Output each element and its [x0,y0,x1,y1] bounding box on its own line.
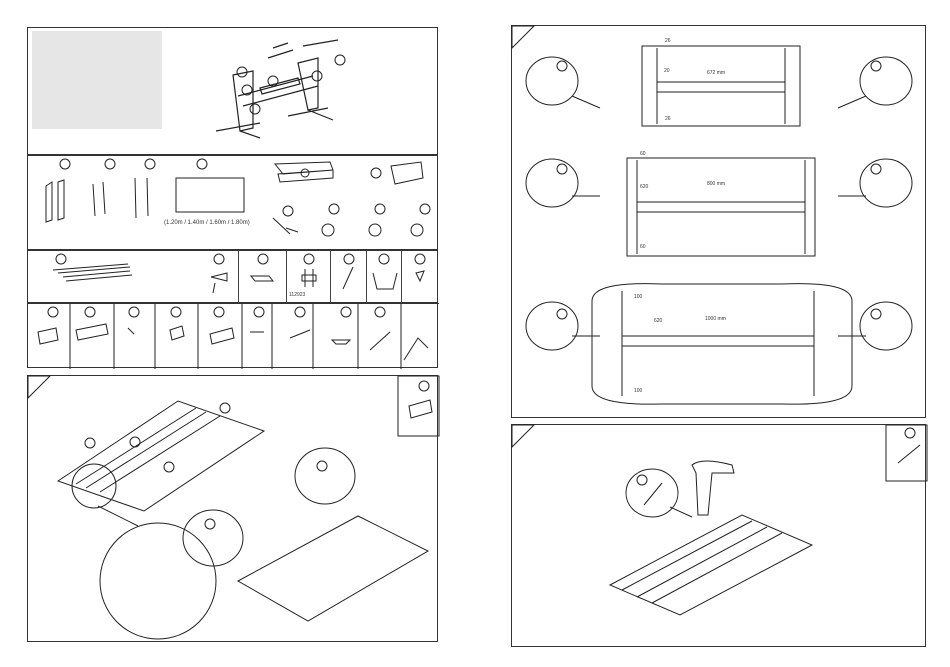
parts-row-2: 112923 [27,250,438,303]
step4-dim-620: 620 [640,184,648,190]
hardware-cell [402,251,439,304]
fasteners-illustration [28,304,439,369]
step-1-panel [27,375,438,642]
parts-row-3 [27,303,438,368]
step3-dim-20: 20 [664,68,670,74]
step-3-5-panel: 26 20 672 mm 26 60 620 800 mm 60 100 620… [511,25,926,418]
step5-dim-100-bottom: 100 [634,388,642,394]
parts-row-1: (1.20m / 1.40m / 1.60m / 1.80m) [27,155,438,250]
legs-and-top-illustration [28,156,439,251]
step-3-5-illustration [512,26,927,419]
top-size-label: (1.20m / 1.40m / 1.60m / 1.80m) [164,220,250,226]
step-6-panel [511,424,926,647]
hardware-cell [367,251,402,304]
hardware-cell [239,251,287,304]
step4-dim-60-top: 60 [640,151,646,157]
step-1-illustration [28,376,439,643]
cable-code: 112923 [289,292,305,298]
step4-dim-width: 800 mm [707,181,725,187]
step5-dim-100-top: 100 [634,294,642,300]
step3-dim-width: 672 mm [707,70,725,76]
step5-dim-width: 1000 mm [705,316,726,322]
step-6-illustration [512,425,927,648]
step5-dim-620: 620 [654,318,662,324]
hardware-cell [199,251,239,304]
step3-dim-26-bottom: 26 [665,116,671,122]
overview-panel [27,27,438,155]
callout-circles [28,28,439,156]
step4-dim-60-side: 60 [640,244,646,250]
cable-cell: 112923 [287,251,331,304]
step3-dim-26-top: 26 [665,38,671,44]
hardware-cell [331,251,367,304]
crossbar-illustration [28,251,198,304]
